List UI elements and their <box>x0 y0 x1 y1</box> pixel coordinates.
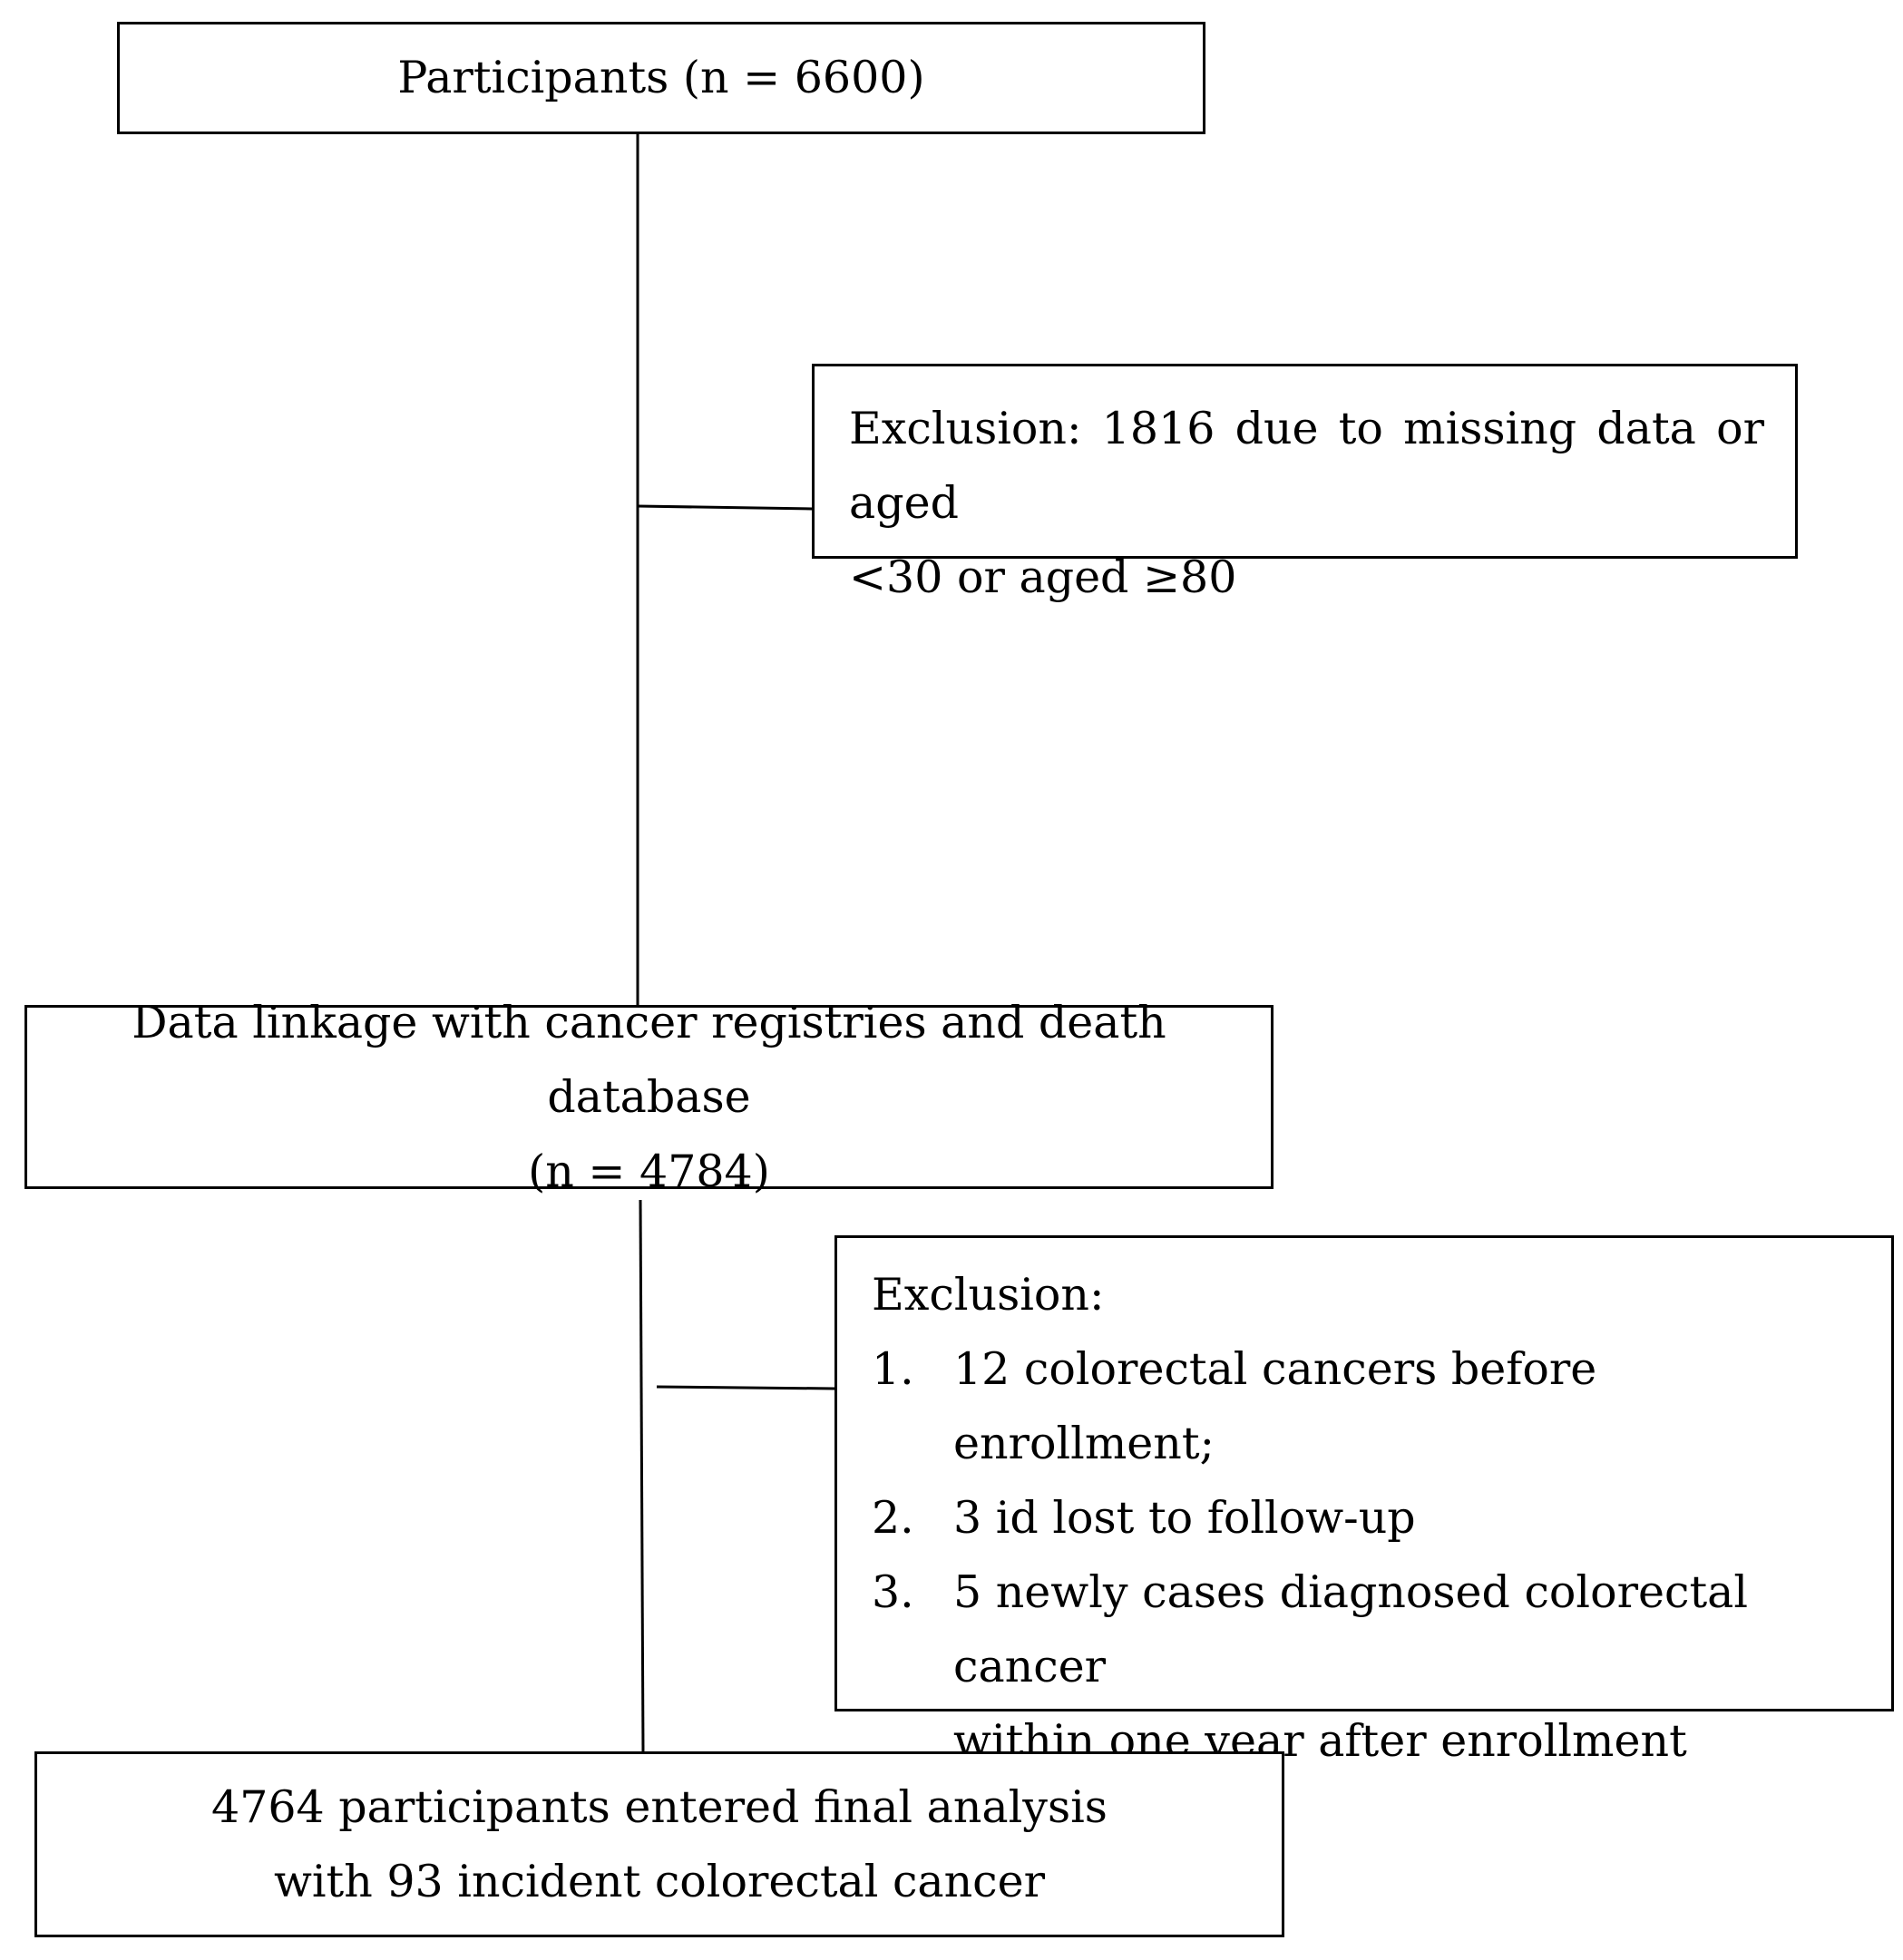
exclusion-1-box: Exclusion: 1816 due to missing data or a… <box>812 364 1798 603</box>
final-analysis-line-2: with 93 incident colorectal cancer <box>273 1855 1046 1907</box>
exclusion-2-item-1: 1. 12 colorectal cancers before enrollme… <box>872 1332 1855 1481</box>
exclusion-2-item-3-text: 5 newly cases diagnosed colorectal cance… <box>953 1566 1749 1692</box>
exclusion-2-box: Exclusion: 1. 12 colorectal cancers befo… <box>834 1235 1894 1767</box>
exclusion-2-item-2: 2. 3 id lost to follow-up <box>872 1481 1855 1555</box>
exclusion-2-item-2-text: 3 id lost to follow-up <box>953 1492 1416 1544</box>
exclusion-2-item-3-number: 3. <box>872 1566 914 1618</box>
exclusion-2-item-3: 3. 5 newly cases diagnosed colorectal ca… <box>872 1555 1855 1704</box>
final-analysis-line-1: 4764 participants entered final analysis <box>211 1780 1108 1833</box>
data-linkage-box: Data linkage with cancer registries and … <box>24 997 1274 1197</box>
participants-label: Participants (n = 6600) <box>397 52 925 103</box>
exclusion-2-heading: Exclusion: <box>872 1269 1105 1321</box>
exclusion-1-line-2: <30 or aged ≥80 <box>849 551 1237 603</box>
exclusion-2-item-2-number: 2. <box>872 1492 914 1544</box>
exclusion-2-item-1-text: 12 colorectal cancers before enrollment; <box>953 1343 1597 1469</box>
participants-box: Participants (n = 6600) <box>117 22 1205 134</box>
connector-branch-exclusion-1 <box>637 504 813 511</box>
data-linkage-count: (n = 4784) <box>528 1145 770 1197</box>
connector-branch-exclusion-2 <box>656 1385 835 1390</box>
data-linkage-label: Data linkage with cancer registries and … <box>132 996 1166 1123</box>
exclusion-2-item-1-number: 1. <box>872 1343 914 1395</box>
exclusion-1-line-1: Exclusion: 1816 due to missing data or a… <box>849 403 1764 529</box>
final-analysis-box: 4764 participants entered final analysis… <box>34 1751 1284 1937</box>
connector-linkage-to-final <box>639 1199 645 1754</box>
